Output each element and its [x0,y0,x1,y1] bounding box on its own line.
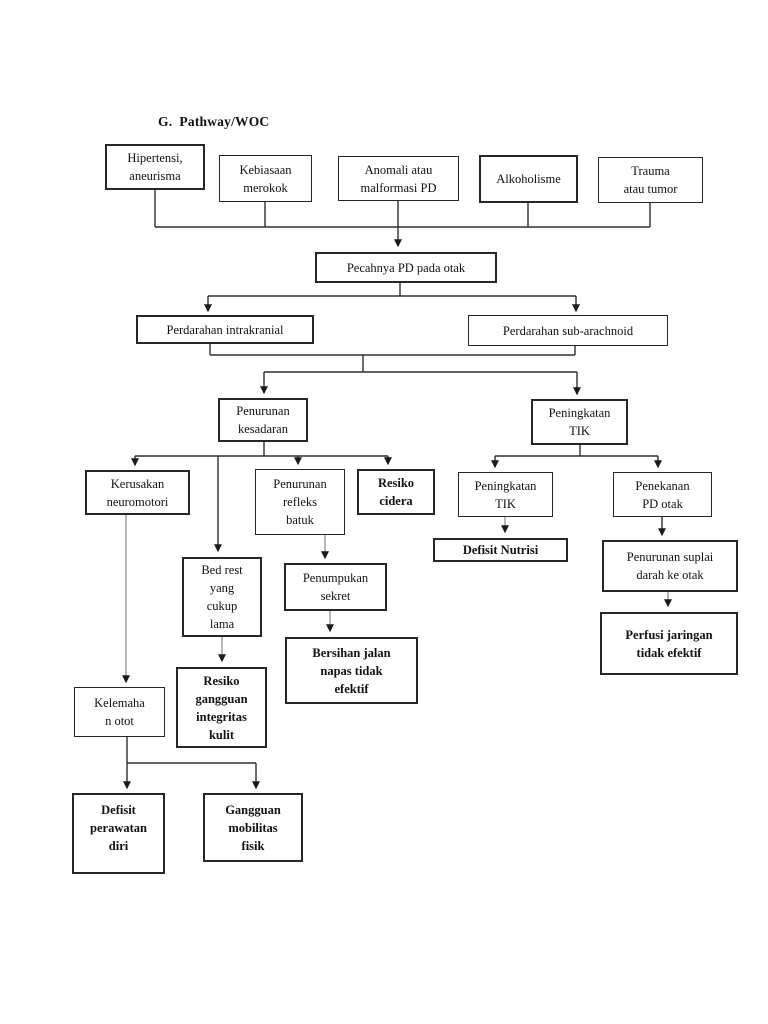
node-anomali-malformasi-pd: Anomali atau malformasi PD [338,156,459,201]
node-penekanan-pd-otak: Penekanan PD otak [613,472,712,517]
node-penurunan-kesadaran: Penurunan kesadaran [218,398,308,442]
node-kelemahan-otot: Kelemaha n otot [74,687,165,737]
node-pecahnya-pd-pada-otak: Pecahnya PD pada otak [315,252,497,283]
node-perdarahan-sub-arachnoid: Perdarahan sub-arachnoid [468,315,668,346]
node-hipertensi-aneurisma: Hipertensi, aneurisma [105,144,205,190]
node-penumpukan-sekret: Penumpukan sekret [284,563,387,611]
node-peningkatan-tik-2: Peningkatan TIK [458,472,553,517]
node-gangguan-mobilitas-fisik: Gangguan mobilitas fisik [203,793,303,862]
node-peningkatan-tik: Peningkatan TIK [531,399,628,445]
page-title: G. Pathway/WOC [158,114,270,129]
node-kebiasaan-merokok: Kebiasaan merokok [219,155,312,202]
node-perfusi-jaringan-tidak-efektif: Perfusi jaringan tidak efektif [600,612,738,675]
node-resiko-cidera: Resiko cidera [357,469,435,515]
node-perdarahan-intrakranial: Perdarahan intrakranial [136,315,314,344]
node-bed-rest: Bed rest yang cukup lama [182,557,262,637]
node-penurunan-suplai-darah: Penurunan suplai darah ke otak [602,540,738,592]
node-trauma-atau-tumor: Trauma atau tumor [598,157,703,203]
node-defisit-perawatan-diri: Defisit perawatan diri [72,793,165,874]
node-bersihan-jalan-napas: Bersihan jalan napas tidak efektif [285,637,418,704]
node-defisit-nutrisi: Defisit Nutrisi [433,538,568,562]
primary-flow-lines [123,190,666,790]
node-alkoholisme: Alkoholisme [479,155,578,203]
node-resiko-gangguan-integritas-kulit: Resiko gangguan integritas kulit [176,667,267,748]
node-penurunan-refleks-batuk: Penurunan refleks batuk [255,469,345,535]
secondary-flow-lines [122,515,672,684]
node-kerusakan-neuromotori: Kerusakan neuromotori [85,470,190,515]
